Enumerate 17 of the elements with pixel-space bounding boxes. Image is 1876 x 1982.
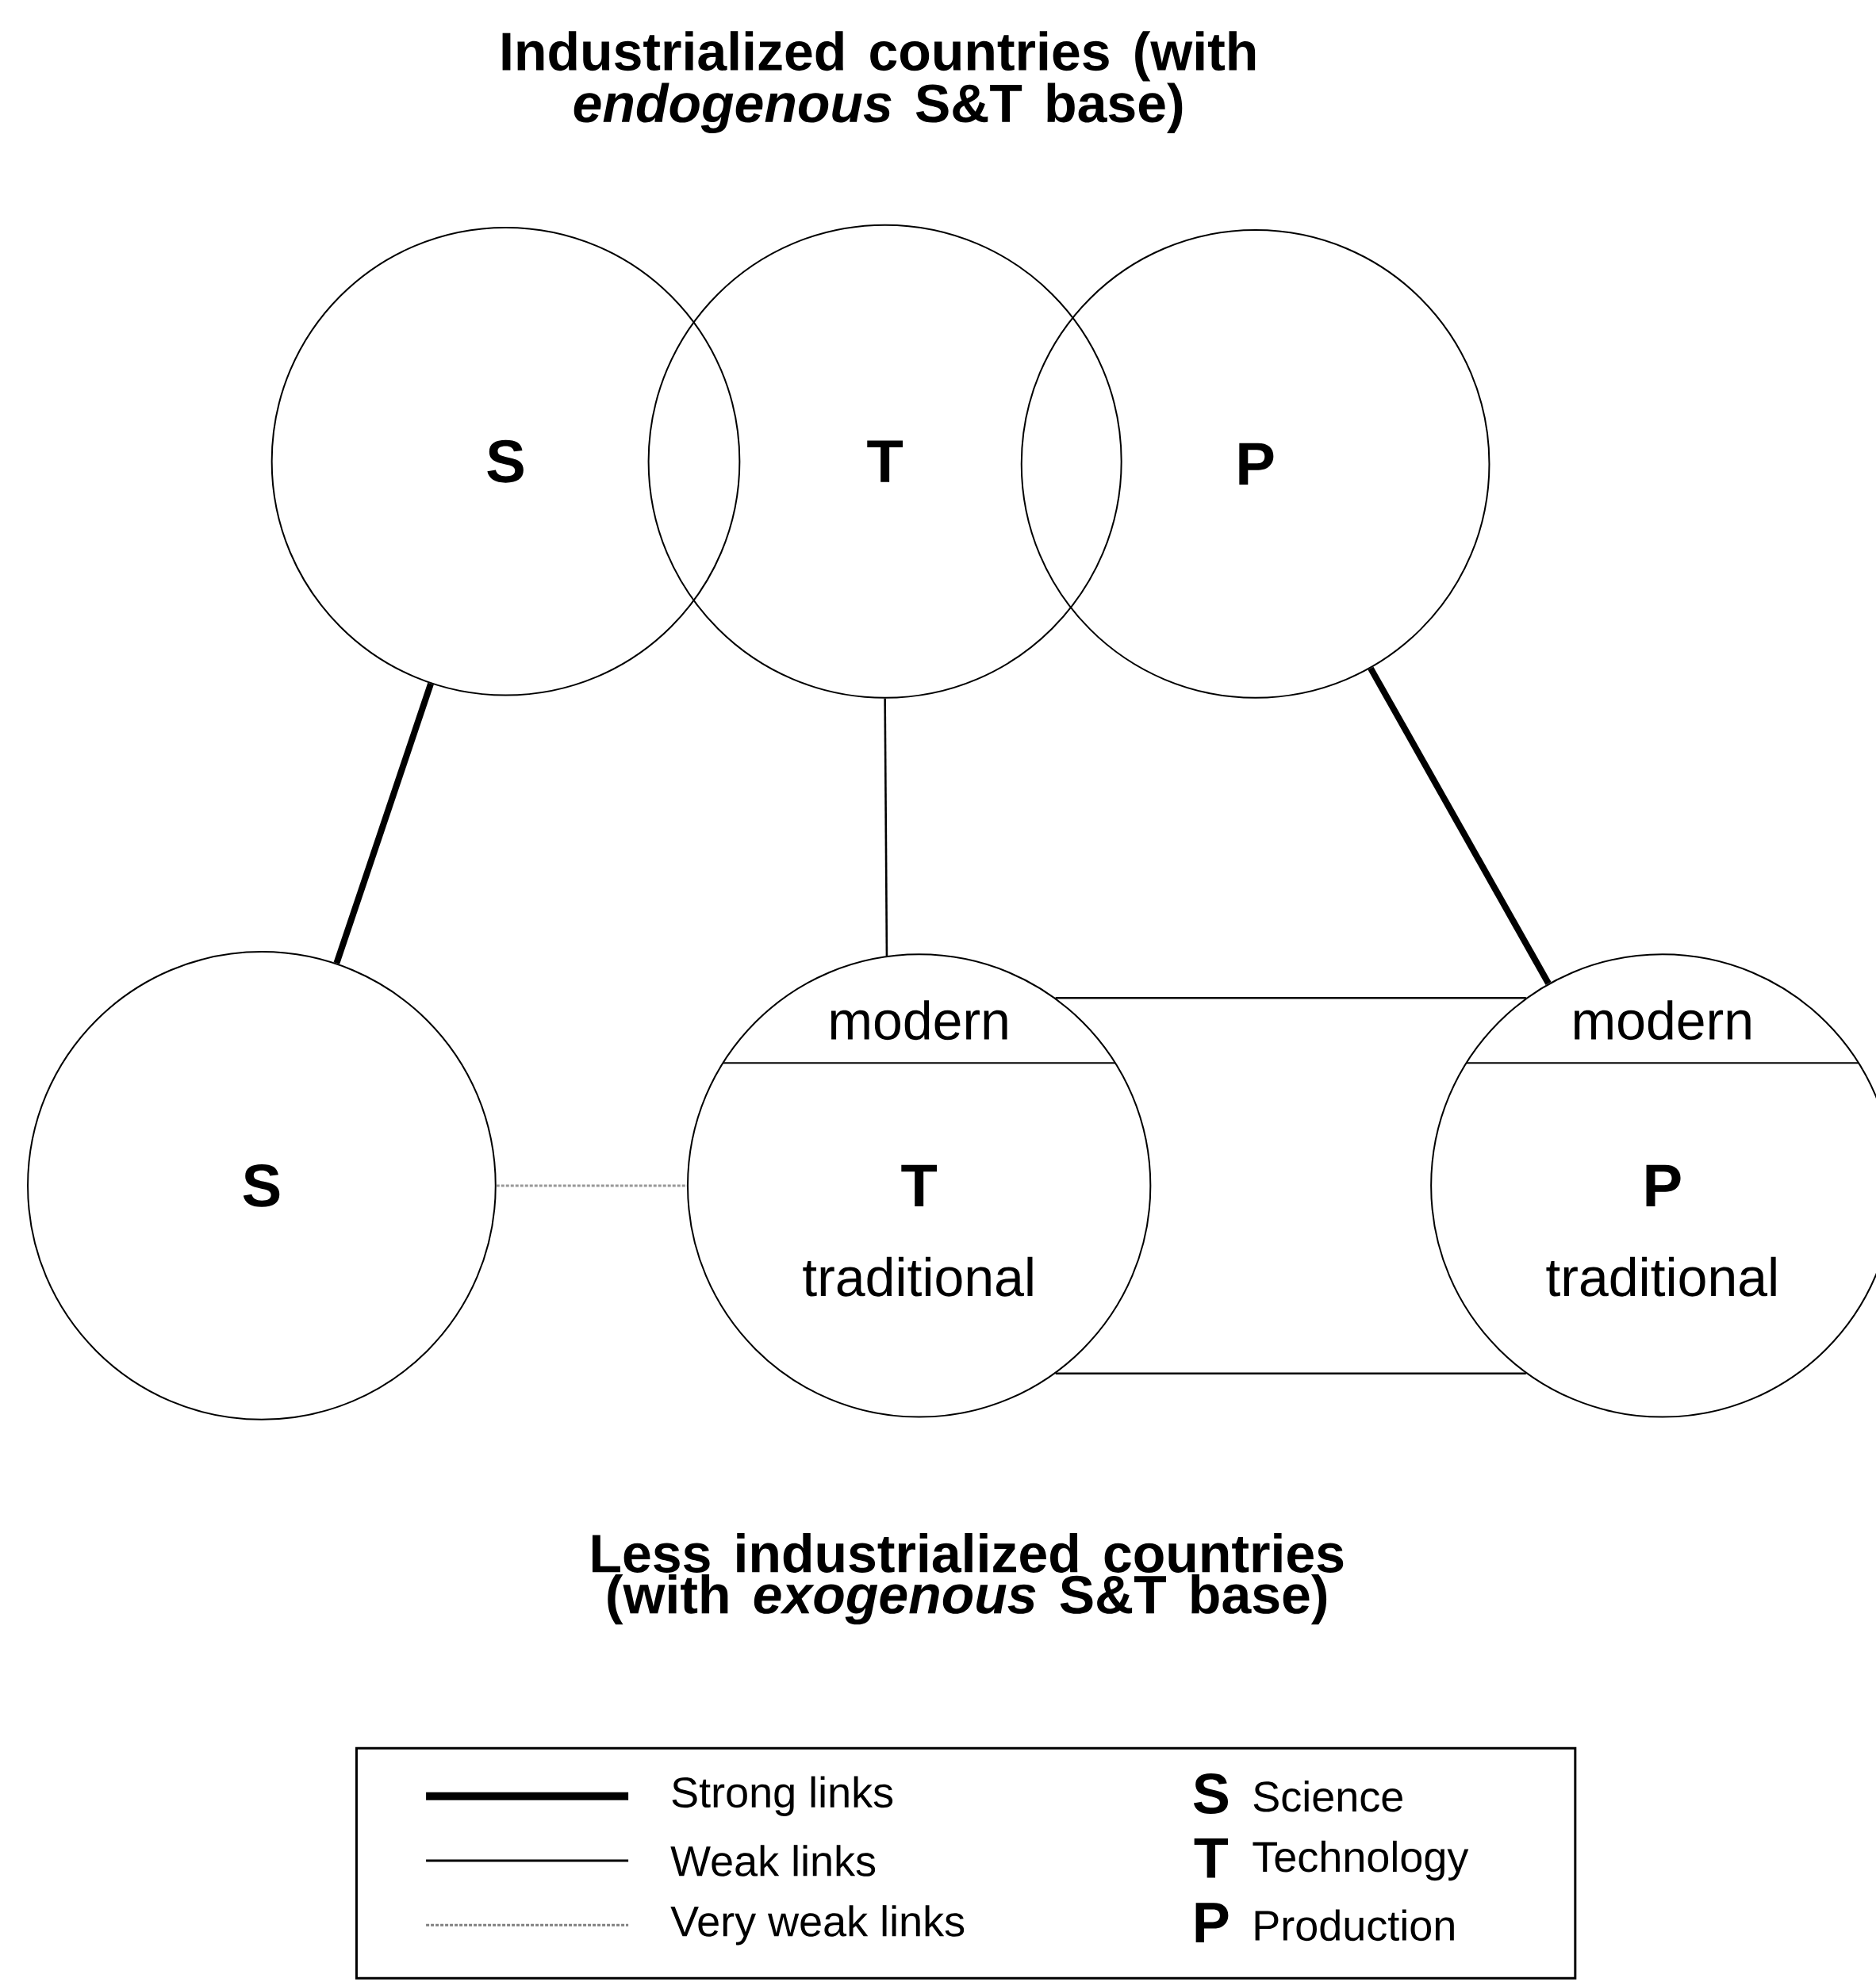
- link-line: [1368, 666, 1552, 985]
- link-line: [1055, 1372, 1526, 1374]
- link-line: [496, 1184, 687, 1187]
- link-line: [1055, 996, 1526, 999]
- title: Industrialized countries (with endogenous S&T base): [502, 31, 1256, 133]
- key-term: Science: [1253, 1780, 1402, 1812]
- key-letter: S: [1193, 1773, 1228, 1815]
- key-term: Technology: [1253, 1840, 1469, 1881]
- legend-label: Strong links: [672, 1776, 893, 1816]
- key-letter: P: [1195, 1903, 1229, 1942]
- heading: Less industrialized countries (with exogenous S&T base): [592, 1532, 1344, 1625]
- key-letter: T: [1194, 1838, 1228, 1878]
- legend-label: Very weak links: [670, 1905, 965, 1946]
- key-term: Production: [1255, 1909, 1454, 1942]
- legend-label: Weak links: [670, 1845, 876, 1877]
- link-line: [884, 698, 888, 956]
- link-line: [333, 682, 434, 964]
